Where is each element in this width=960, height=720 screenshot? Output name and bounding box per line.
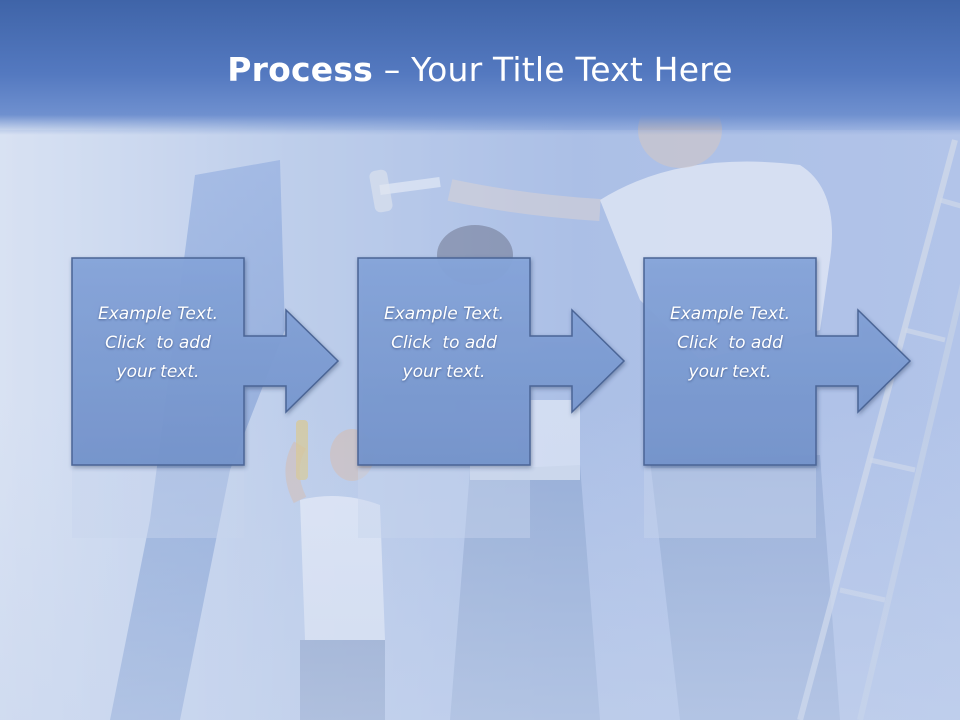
step-2-line1: Example Text.: [383, 304, 505, 324]
ladder-rung: [904, 327, 946, 343]
step-2-shape[interactable]: [357, 257, 626, 466]
ladder-rung: [939, 197, 960, 209]
step-1-line2: Click to add: [105, 333, 211, 353]
step-2-text[interactable]: Example Text. Click to add your text.: [358, 300, 530, 387]
box-reflection: [644, 468, 816, 538]
title-rest: – Your Title Text Here: [373, 50, 733, 89]
title-bar: [0, 0, 960, 135]
step-2-line3: your text.: [402, 362, 486, 382]
step-3-shape[interactable]: [643, 257, 912, 466]
box-reflection: [358, 468, 530, 538]
step-3-line3: your text.: [688, 362, 772, 382]
paint-roller: [369, 169, 393, 213]
step-2-line2: Click to add: [391, 333, 497, 353]
step-1-line1: Example Text.: [97, 304, 219, 324]
roller-handle: [379, 177, 441, 195]
step-1-shape[interactable]: [71, 257, 340, 466]
step-1-text[interactable]: Example Text. Click to add your text.: [72, 300, 244, 387]
step-3-text[interactable]: Example Text. Click to add your text.: [644, 300, 816, 387]
slide-title[interactable]: Process – Your Title Text Here: [0, 50, 960, 89]
box-reflection: [72, 468, 244, 538]
step-3-line2: Click to add: [677, 333, 783, 353]
man-arm: [447, 179, 601, 221]
step-3-line1: Example Text.: [669, 304, 791, 324]
title-bold: Process: [227, 50, 374, 89]
step-1-line3: your text.: [116, 362, 200, 382]
